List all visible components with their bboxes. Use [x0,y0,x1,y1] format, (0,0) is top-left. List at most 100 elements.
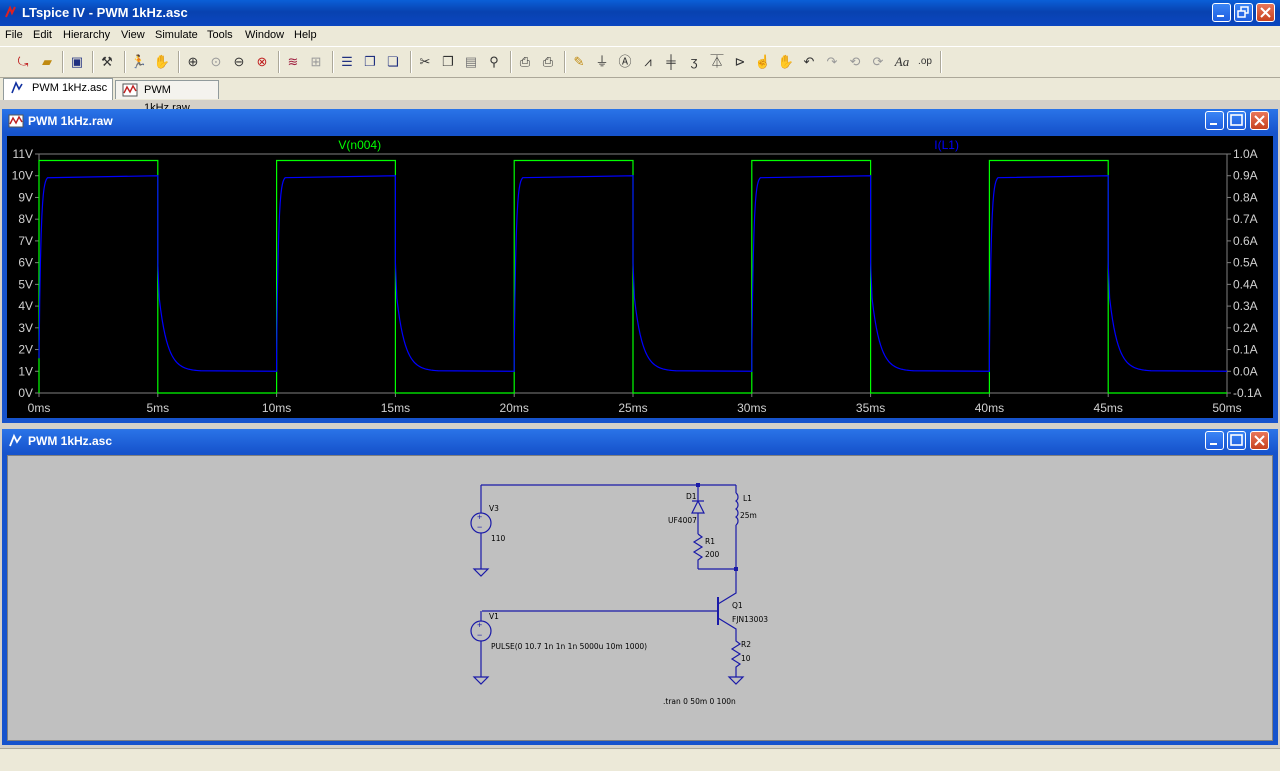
waveform-icon [122,83,138,97]
y-right-tick-label: 0.0A [1233,364,1258,378]
mirror-icon[interactable]: ⟳ [872,54,884,69]
schematic-icon [9,433,22,447]
minimize-button[interactable] [1212,3,1231,22]
tile-horizontal-icon[interactable]: ☰ [341,54,353,69]
open-folder-icon[interactable]: ▰ [42,54,52,69]
tab-schematic[interactable]: PWM 1kHz.asc [3,78,113,100]
x-tick-label: 10ms [262,401,291,415]
autorange-icon[interactable]: ≋ [287,54,299,69]
text-icon[interactable]: Aa [894,54,910,69]
q1-collector [717,569,737,605]
print-icon[interactable]: ⎙ [542,54,554,69]
x-tick-label: 25ms [618,401,647,415]
q1-value: FJN13003 [732,615,768,624]
l1-value: 25m [740,511,757,520]
waveform-close-button[interactable] [1250,111,1269,130]
x-tick-label: 35ms [856,401,885,415]
zoom-full-icon[interactable]: ⊗ [256,54,268,69]
redo-icon[interactable]: ↷ [826,54,838,69]
y-left-tick-label: 11V [13,147,33,161]
r2-resistor-symbol [730,633,742,677]
menu-tools[interactable]: Tools [207,29,233,41]
cut-icon[interactable]: ✂ [419,54,431,69]
tile-vertical-icon[interactable]: ❐ [364,54,376,69]
grid-icon[interactable]: ⊞ [310,54,322,69]
menu-view[interactable]: View [121,29,145,41]
zoom-out-icon[interactable]: ⊖ [233,54,245,69]
menu-bar: File Edit Hierarchy View Simulate Tools … [0,26,1280,46]
y-right-tick-label: 1.0A [1233,147,1258,161]
restore-button[interactable] [1234,3,1253,22]
print-setup-icon[interactable]: ⎙ [519,54,531,69]
zoom-in-icon[interactable]: ⊕ [187,54,199,69]
legend-v-n004: V(n004) [338,138,381,152]
toolbar: ⤿ ▰ ▣ ⚒ 🏃 ✋ ⊕ ⊙ ⊖ ⊗ ≋ ⊞ ☰ ❐ ❏ ✂ ❐ ▤ ⚲ ⎙ … [0,46,1280,78]
ground-symbol [727,676,745,685]
x-tick-label: 50ms [1212,401,1241,415]
document-tabs: PWM 1kHz.asc PWM 1kHz.raw [0,78,1280,114]
y-left-tick-label: 3V [18,321,33,335]
diode-icon[interactable]: ⏄ [710,54,724,69]
menu-file[interactable]: File [5,29,23,41]
y-right-tick-label: 0.6A [1233,234,1258,248]
resistor-icon[interactable]: ⩘ [644,54,652,69]
menu-hierarchy[interactable]: Hierarchy [63,29,111,41]
control-panel-icon[interactable]: ⚒ [101,54,113,69]
capacitor-icon[interactable]: ╪ [666,54,676,69]
draw-wire-icon[interactable]: ✎ [573,54,585,69]
inductor-icon[interactable]: ʒ [690,54,698,69]
schematic-minimize-button[interactable] [1205,431,1224,450]
menu-edit[interactable]: Edit [33,29,52,41]
new-schematic-icon[interactable]: ⤿ [17,54,29,69]
schematic-maximize-button[interactable] [1227,431,1246,450]
menu-help[interactable]: Help [294,29,317,41]
ground-icon[interactable]: ⏚ [595,54,609,69]
label-net-icon[interactable]: Ⓐ [618,54,632,69]
pan-icon[interactable]: ⊙ [210,54,222,69]
svg-text:−: − [477,522,482,532]
move-icon[interactable]: ☝ [754,54,772,69]
y-right-tick-label: 0.3A [1233,299,1258,313]
y-right-tick-label: 0.9A [1233,169,1258,183]
halt-icon[interactable]: ✋ [153,54,171,69]
component-icon[interactable]: ⊳ [734,54,746,69]
x-tick-label: 45ms [1094,401,1123,415]
waveform-window-titlebar: PWM 1kHz.raw [2,109,1278,133]
spice-directive-icon[interactable]: .op [918,56,932,67]
waveform-maximize-button[interactable] [1227,111,1246,130]
waveform-minimize-button[interactable] [1205,111,1224,130]
drag-icon[interactable]: ✋ [777,54,795,69]
r2-value: 10 [741,654,751,663]
menu-simulate[interactable]: Simulate [155,29,198,41]
v3-value: 110 [491,534,506,543]
waveform-chart[interactable]: 0V1V2V3V4V5V6V7V8V9V10V11V-0.1A0.0A0.1A0… [7,136,1273,418]
menu-window[interactable]: Window [245,29,285,41]
copy-icon[interactable]: ❐ [442,54,454,69]
y-right-tick-label: 0.7A [1233,212,1258,226]
paste-icon[interactable]: ▤ [464,54,478,69]
y-left-tick-label: 8V [18,212,33,226]
y-left-tick-label: 5V [18,277,33,291]
ground-symbol [472,568,490,577]
save-icon[interactable]: ▣ [70,54,84,69]
run-icon[interactable]: 🏃 [130,54,148,69]
close-button[interactable] [1256,3,1275,22]
status-bar [0,748,1280,771]
rotate-icon[interactable]: ⟲ [849,54,861,69]
x-tick-label: 40ms [975,401,1004,415]
ltspice-logo-icon [5,5,16,18]
y-left-tick-label: 1V [18,364,33,378]
x-tick-label: 5ms [146,401,169,415]
undo-icon[interactable]: ↶ [803,54,815,69]
schematic-canvas[interactable]: + − + − V3 110 V1 PULSE(0 10.7 1n 1n 1n … [7,455,1273,741]
y-left-tick-label: 0V [18,386,33,400]
y-right-tick-label: -0.1A [1233,386,1262,400]
find-icon[interactable]: ⚲ [489,54,499,69]
y-right-tick-label: 0.2A [1233,321,1258,335]
schematic-close-button[interactable] [1250,431,1269,450]
d1-value: UF4007 [668,516,697,525]
ground-symbol [472,676,490,685]
cascade-icon[interactable]: ❏ [387,54,399,69]
schematic-drawing[interactable]: + − + − V3 110 V1 PULSE(0 10.7 1n 1n 1n … [0,1,1266,706]
